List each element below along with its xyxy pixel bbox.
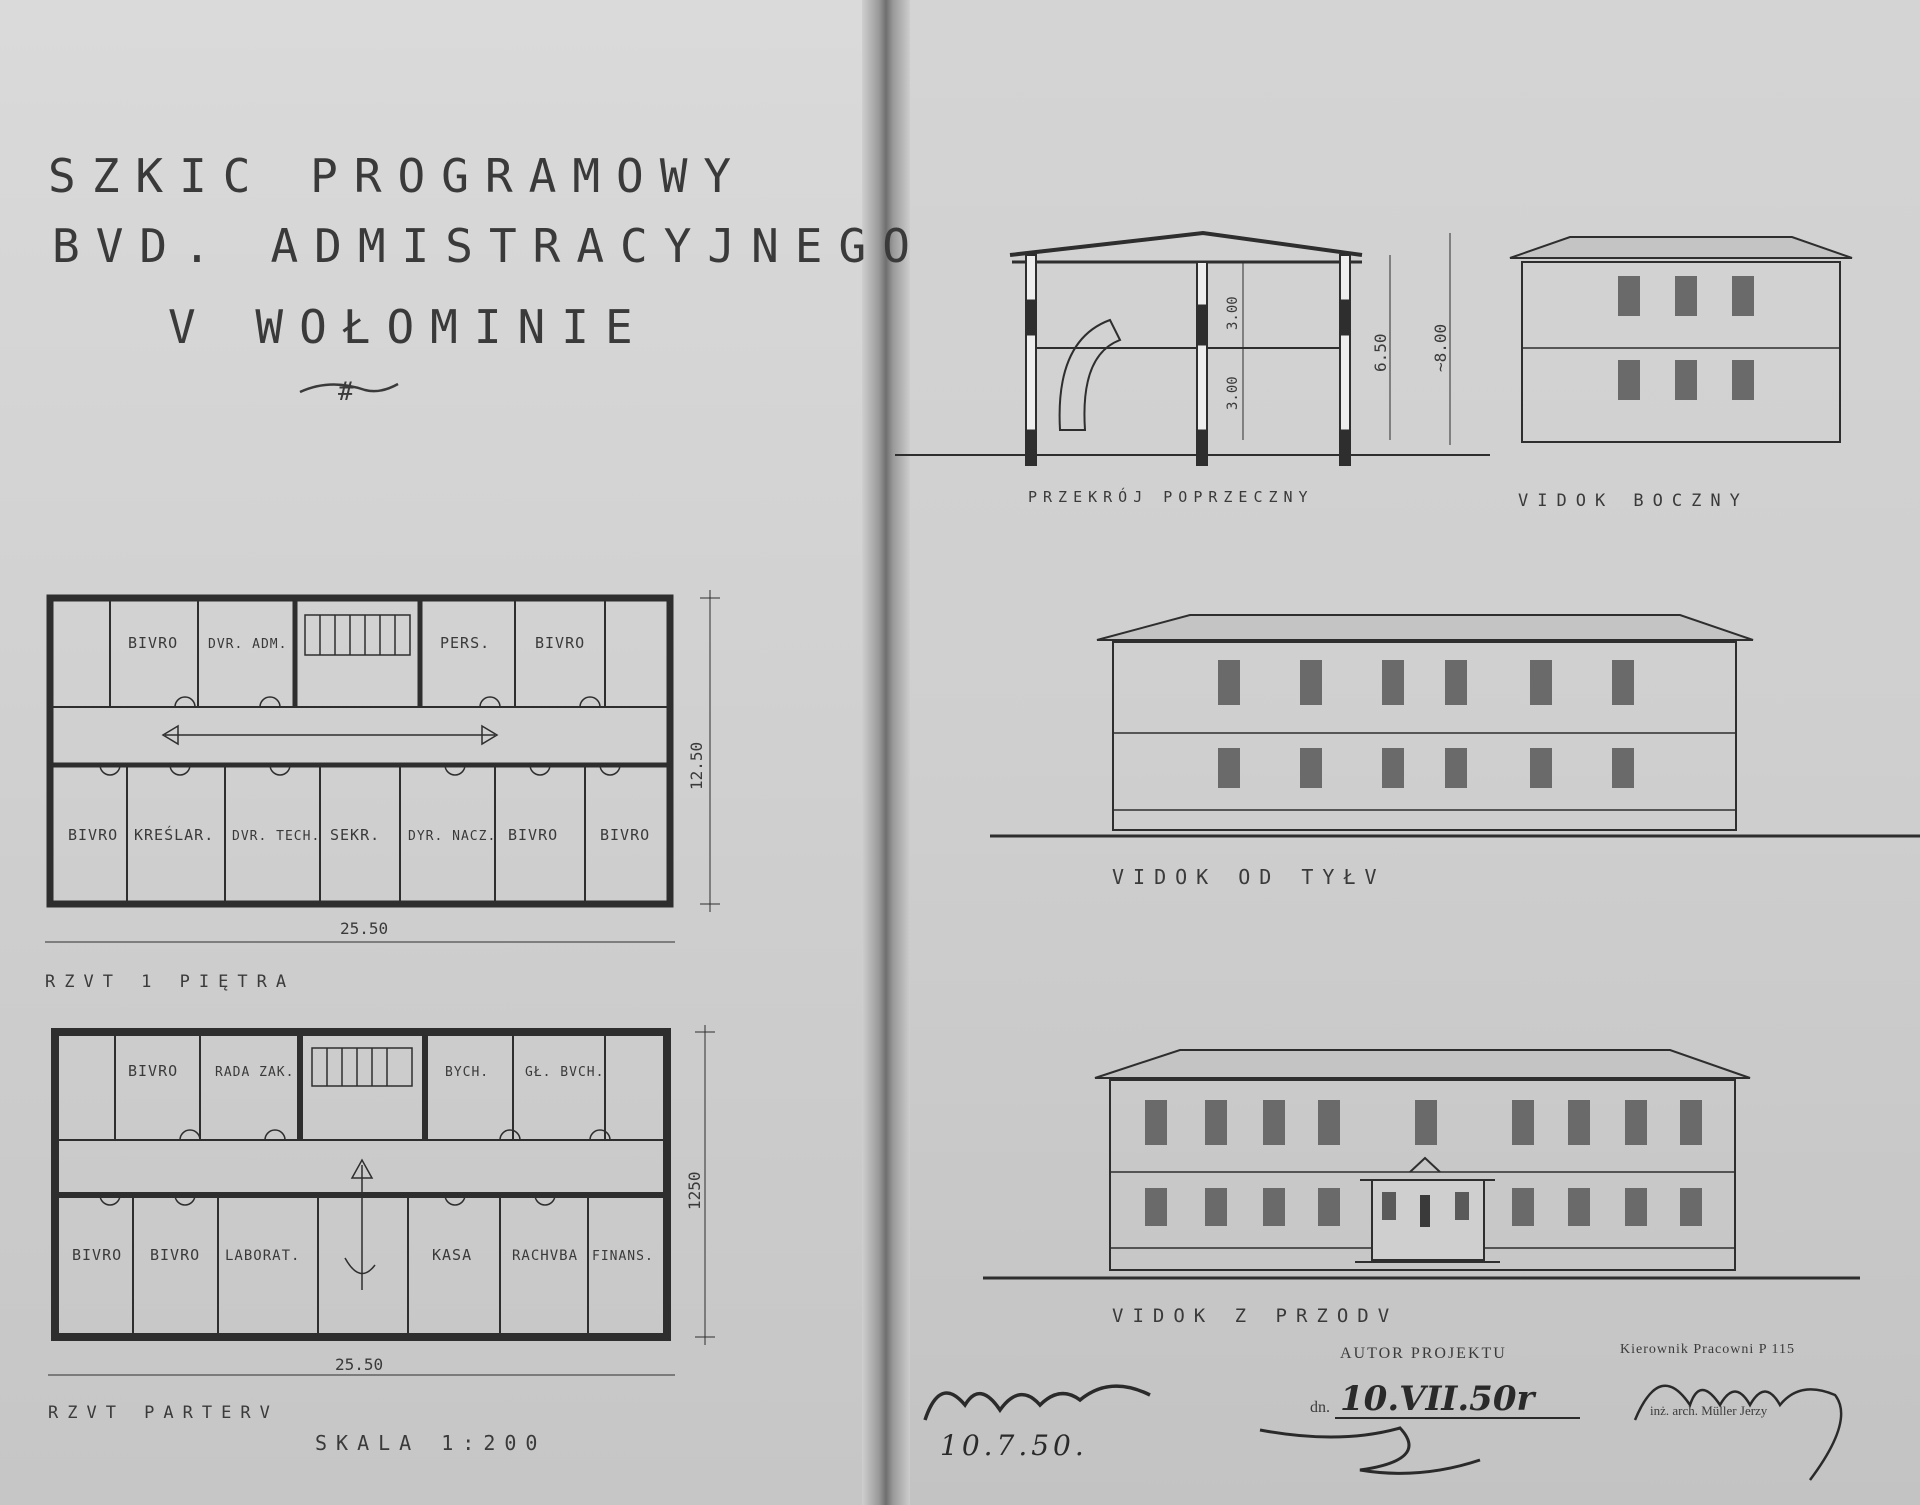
manager-signature bbox=[1633, 1384, 1843, 1481]
upper-depth-dim: 12.50 bbox=[687, 742, 706, 790]
plan-ground-outer-wall bbox=[51, 1028, 671, 1341]
room-upper-bottom-4: SEKR. bbox=[330, 826, 380, 844]
author-label: AUTOR PROJEKTU bbox=[1340, 1345, 1507, 1362]
room-upper-bottom-5: DYR. NACZ. bbox=[408, 829, 496, 844]
room-upper-top-3: PERS. bbox=[440, 634, 490, 652]
ground-dimensions bbox=[48, 1025, 715, 1376]
left-sheet bbox=[0, 0, 880, 1505]
entrance-arrow bbox=[344, 1158, 376, 1290]
plan-ground-labels: BIVRO RADA ZAK. BYCH. GŁ. BVCH. BIVRO BI… bbox=[48, 1062, 704, 1455]
room-upper-bottom-1: BIVRO bbox=[68, 826, 118, 844]
front-view bbox=[983, 1049, 1860, 1280]
side-windows bbox=[1618, 276, 1754, 400]
section-stair bbox=[1058, 318, 1122, 431]
room-upper-bottom-7: BIVRO bbox=[600, 826, 650, 844]
ground-door-swings bbox=[99, 1129, 611, 1206]
section-dim-upper: 3.00 bbox=[1225, 296, 1241, 330]
caption-rear-view: VIDOK OD TYŁV bbox=[1112, 865, 1386, 889]
title-line-3: V WOŁOMINIE bbox=[168, 300, 649, 354]
front-porch bbox=[1350, 1156, 1505, 1271]
room-ground-top-2: RADA ZAK. bbox=[215, 1065, 294, 1080]
room-upper-bottom-2: KREŚLAR. bbox=[134, 825, 214, 844]
room-ground-bottom-4: KASA bbox=[432, 1246, 472, 1264]
left-signature bbox=[923, 1384, 1151, 1421]
upper-dimensions bbox=[45, 590, 720, 943]
title-mark: # bbox=[338, 377, 354, 407]
room-ground-bottom-2: BIVRO bbox=[150, 1246, 200, 1264]
room-ground-bottom-5: RACHVBA bbox=[512, 1248, 578, 1264]
manager-label: Kierownik Pracowni P 115 bbox=[1620, 1342, 1795, 1357]
author-signature bbox=[1259, 1426, 1481, 1475]
title-stamp: AUTOR PROJEKTU dn. 10.VII.50r Kierownik … bbox=[1259, 1342, 1843, 1481]
plan-ground-floor bbox=[48, 1025, 715, 1376]
plan-upper-floor bbox=[45, 590, 720, 943]
caption-front-view: VIDOK Z PRZODV bbox=[1112, 1305, 1398, 1327]
rear-view bbox=[990, 614, 1920, 838]
rear-windows bbox=[1218, 660, 1634, 788]
room-ground-bottom-3: LABORAT. bbox=[225, 1248, 300, 1264]
room-upper-bottom-6: BIVRO bbox=[508, 826, 558, 844]
section-dim-total: 6.50 bbox=[1371, 333, 1390, 372]
ground-width-dim: 25.50 bbox=[335, 1355, 383, 1374]
title-flourish: # bbox=[299, 377, 399, 407]
room-upper-top-2: DVR. ADM. bbox=[208, 637, 287, 652]
ground-depth-dim: 1250 bbox=[685, 1171, 704, 1210]
room-ground-top-4: GŁ. BVCH. bbox=[525, 1065, 604, 1080]
left-signature-block: 10.7.50. bbox=[923, 1384, 1151, 1462]
scale-label: SKALA 1:200 bbox=[315, 1431, 546, 1455]
room-upper-top-4: BIVRO bbox=[535, 634, 585, 652]
room-ground-bottom-6: FINANS. bbox=[592, 1249, 654, 1264]
left-signature-date: 10.7.50. bbox=[940, 1429, 1088, 1462]
section-dim-lower: 3.00 bbox=[1225, 376, 1241, 410]
caption-side-view: VIDOK BOCZNY bbox=[1518, 491, 1749, 511]
title-line-1: SZKIC PROGRAMOWY bbox=[48, 149, 747, 203]
room-ground-top-1: BIVRO bbox=[128, 1062, 178, 1080]
stair-ground bbox=[311, 1047, 413, 1087]
page-fold bbox=[862, 0, 910, 1505]
plan-upper-outer-wall bbox=[46, 594, 674, 908]
project-date: 10.VII.50r bbox=[1340, 1379, 1536, 1419]
title-block: SZKIC PROGRAMOWY BVD. ADMISTRACYJNEGO V … bbox=[48, 149, 926, 407]
caption-ground-plan: RZVT PARTERV bbox=[48, 1403, 279, 1423]
room-ground-bottom-1: BIVRO bbox=[72, 1246, 122, 1264]
side-view bbox=[1509, 236, 1853, 443]
manager-name: inż. arch. Müller Jerzy bbox=[1650, 1403, 1768, 1418]
cross-section bbox=[895, 230, 1490, 466]
section-dim-ridge: ~8.00 bbox=[1431, 324, 1450, 372]
stair-upper bbox=[304, 614, 411, 656]
upper-width-dim: 25.50 bbox=[340, 919, 388, 938]
room-ground-top-3: BYCH. bbox=[445, 1065, 489, 1080]
upper-door-swings bbox=[99, 696, 621, 776]
room-upper-top-1: BIVRO bbox=[128, 634, 178, 652]
room-upper-bottom-3: DVR. TECH. bbox=[232, 829, 320, 844]
corridor-arrow bbox=[161, 724, 499, 746]
plan-upper-labels: BIVRO DVR. ADM. PERS. BIVRO BIVRO KREŚLA… bbox=[45, 634, 706, 992]
date-prefix: dn. bbox=[1310, 1399, 1330, 1416]
title-line-2: BVD. ADMISTRACYJNEGO bbox=[52, 219, 926, 273]
front-windows bbox=[1145, 1100, 1702, 1226]
caption-section: PRZEKRÓJ POPRZECZNY bbox=[1028, 487, 1314, 506]
caption-upper-plan: RZVT 1 PIĘTRA bbox=[45, 972, 295, 992]
